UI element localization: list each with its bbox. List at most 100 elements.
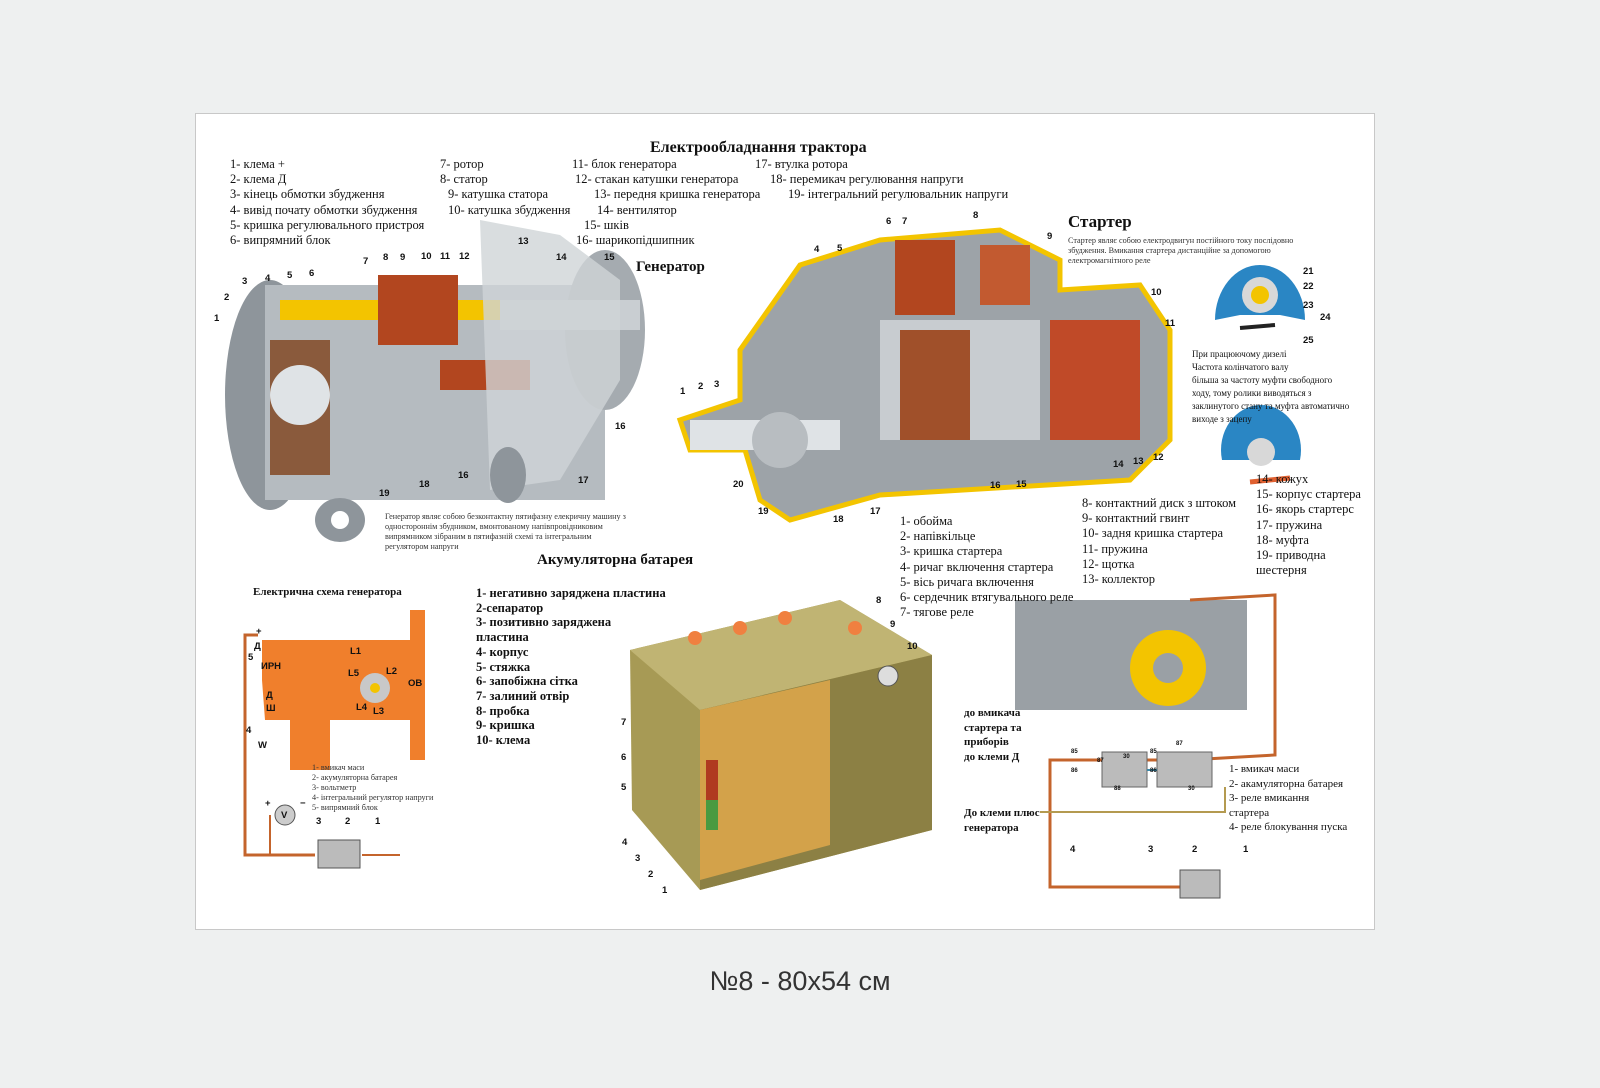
callout-number: 20: [733, 479, 744, 490]
callout-number: 12: [459, 251, 470, 262]
callout-number: 85: [1150, 749, 1157, 755]
callout-number: 12: [1153, 452, 1164, 463]
starter-heading: Стартер: [1068, 212, 1132, 231]
legend-item: 19- інтегральний регулювальник напруги: [788, 187, 1009, 202]
callout-number: 1: [1243, 844, 1249, 855]
poster-caption: №8 - 80х54 см: [709, 966, 891, 996]
legend-item: 9- катушка статора: [448, 187, 549, 202]
callout-number: 86: [1150, 768, 1157, 774]
description-line: електромагнітного реле: [1068, 256, 1151, 265]
legend-item: 3- вольтметр: [312, 783, 357, 792]
description-line: Генератор являє собою безконтактну пятиф…: [385, 512, 626, 521]
callout-number: Д: [266, 690, 273, 701]
legend-item: 5- кришка регулювального пристроя: [230, 217, 425, 232]
callout-number: 18: [419, 479, 430, 490]
label-line: до вмикача: [964, 707, 1021, 719]
callout-number: +: [265, 798, 271, 809]
description-line: заклинутого стану та муфта автоматично: [1192, 401, 1350, 411]
legend-item: 10- клема: [476, 733, 531, 748]
callout-number: 2: [698, 381, 704, 392]
description-line: Стартер являє собою електродвигун постій…: [1068, 236, 1294, 245]
callout-number: 1: [680, 386, 686, 397]
legend-item: 1- вмикач маси: [1229, 763, 1300, 775]
callout-number: 7: [621, 717, 627, 728]
legend-item: 4- реле блокування пуска: [1229, 821, 1348, 833]
legend-item: 10- катушка збудження: [448, 202, 571, 217]
legend-item: 1- негативно заряджена пластина: [476, 586, 666, 600]
label-line: до клеми Д: [964, 750, 1020, 763]
callout-number: 4: [265, 273, 271, 284]
battery-heading: Акумуляторна батарея: [537, 552, 694, 568]
callout-number: ОВ: [408, 678, 423, 689]
legend-item: 17- пружина: [1256, 517, 1323, 532]
callout-number: 7: [363, 256, 369, 267]
legend-item: 5- стяжка: [476, 659, 531, 674]
legend-item: стартера: [1229, 806, 1270, 819]
callout-number: W: [258, 740, 267, 751]
callout-number: 2: [224, 292, 230, 303]
callout-number: 17: [870, 506, 881, 517]
callout-number: 30: [1188, 786, 1195, 792]
legend-item: 4- інтегральний регулятор напруги: [312, 793, 434, 802]
legend-item: 2- акумуляторна батарея: [312, 773, 398, 782]
description-line: регулятором напруги: [385, 542, 459, 551]
legend-item: пластина: [476, 630, 529, 645]
callout-number: 22: [1303, 281, 1314, 292]
callout-number: 10: [1151, 287, 1162, 298]
callout-number: 1: [375, 816, 381, 827]
legend-item: 14- кожух: [1256, 472, 1309, 486]
callout-number: 8: [383, 252, 389, 263]
callout-number: 15: [1016, 479, 1027, 490]
callout-number: 10: [907, 641, 918, 652]
callout-number: 9: [400, 252, 406, 263]
callout-number: 19: [758, 506, 769, 517]
callout-number: ИРН: [261, 661, 282, 672]
legend-item: 11- пружина: [1082, 541, 1148, 556]
legend-item: шестерня: [1256, 563, 1307, 578]
callout-number: 3: [242, 276, 248, 287]
callout-number: 13: [1133, 456, 1144, 467]
callout-number: L5: [348, 668, 360, 679]
legend-item: 8- пробка: [476, 703, 530, 718]
callout-number: 30: [1123, 754, 1130, 760]
poster-title: Електрообладнання трактора: [650, 139, 867, 156]
legend-item: 1- вмикач маси: [312, 763, 365, 772]
callout-number: 16: [458, 470, 469, 481]
callout-number: L1: [350, 646, 362, 657]
legend-item: 17- втулка ротора: [755, 157, 848, 171]
legend-item: 10- задня кришка стартера: [1082, 526, 1223, 541]
description-line: Частота колінчатого валу: [1192, 362, 1289, 372]
legend-item: 6- сердечник втягувального реле: [900, 590, 1074, 605]
label-line: приборів: [964, 736, 1009, 748]
callout-number: 8: [973, 210, 979, 221]
legend-item: 16- якорь стартерс: [1256, 502, 1354, 517]
generator-description: Генератор являє собою безконтактну пятиф…: [385, 512, 626, 552]
callout-number: 7: [902, 216, 908, 227]
callout-number: 8: [876, 595, 882, 606]
legend-item: 18- муфта: [1256, 532, 1309, 547]
legend-item: 18- перемикач регулювання напруги: [770, 172, 964, 187]
callout-number: 18: [833, 514, 844, 525]
callout-number: 87: [1097, 758, 1104, 764]
callout-number: +: [256, 626, 262, 637]
legend-item: 15- шків: [584, 217, 629, 232]
legend-item: 14- вентилятор: [597, 202, 677, 217]
callout-number: 4: [1070, 844, 1076, 855]
legend-item: 6- випрямний блок: [230, 233, 331, 248]
generator-schema: [243, 610, 425, 869]
legend-item: 12- стакан катушки генератора: [575, 172, 739, 187]
callout-number: 14: [556, 252, 567, 263]
callout-number: 17: [578, 475, 589, 486]
callout-number: 88: [1114, 786, 1121, 792]
callout-number: −: [300, 798, 306, 809]
callout-number: 2: [345, 816, 351, 827]
legend-item: 3- кришка стартера: [900, 544, 1003, 559]
callout-number: 21: [1303, 266, 1314, 277]
freewheel-clutch-illustration: [1215, 265, 1305, 485]
